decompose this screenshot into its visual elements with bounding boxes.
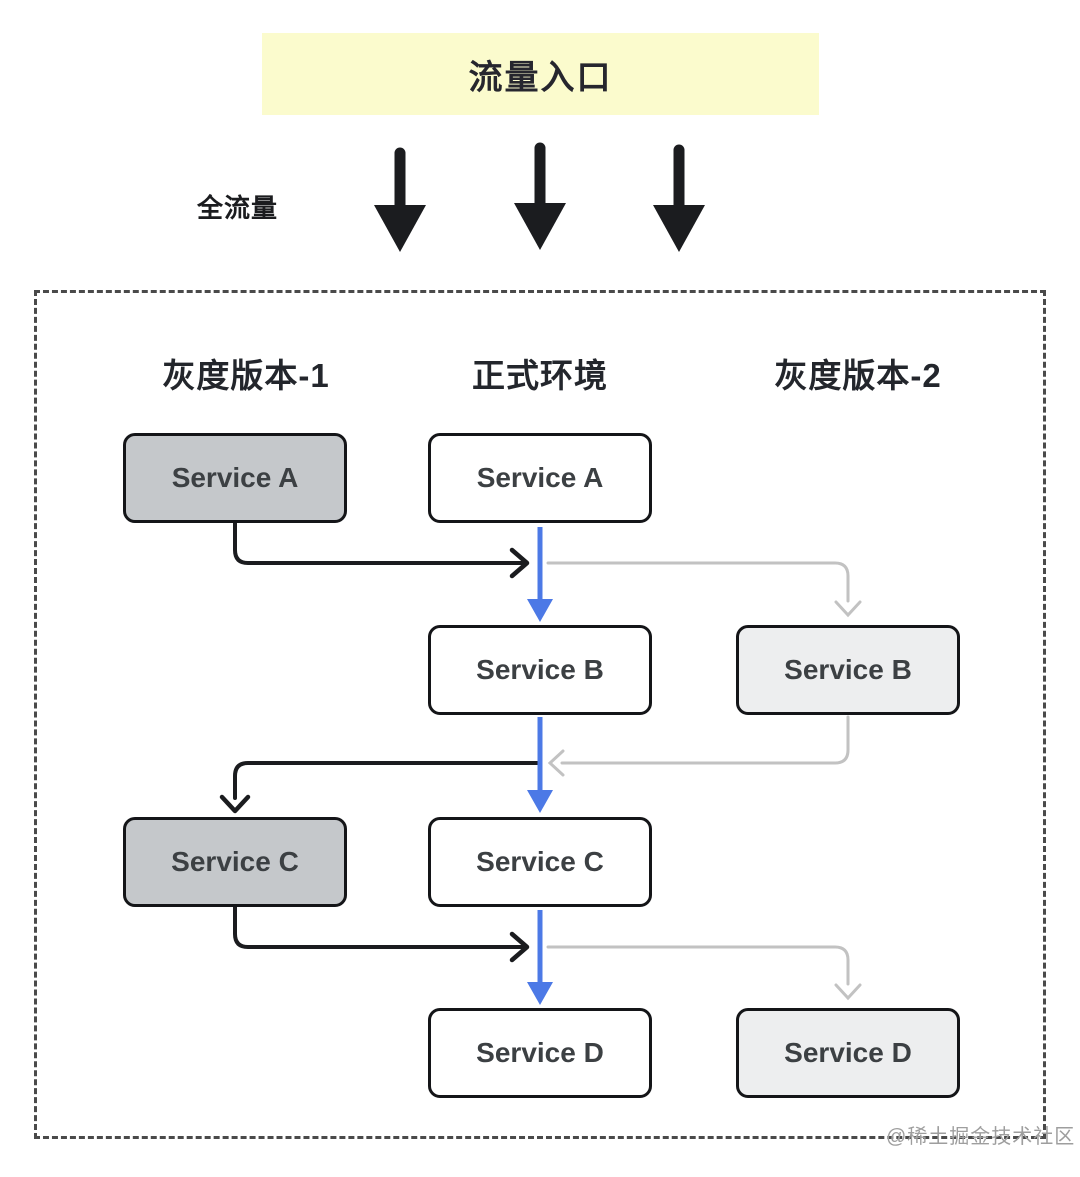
node-service-c-prod: Service C xyxy=(428,817,652,907)
traffic-entry-label: 流量入口 xyxy=(468,58,613,97)
full-traffic-label: 全流量 xyxy=(197,193,279,223)
node-service-d-gray2: Service D xyxy=(736,1008,960,1098)
node-service-b-prod: Service B xyxy=(428,625,652,715)
down-arrow-icon xyxy=(514,142,566,250)
column-header-gray-version-2: 灰度版本-2 xyxy=(774,357,942,394)
traffic-entry-banner: 流量入口 xyxy=(262,33,819,115)
node-label: Service D xyxy=(784,1037,912,1068)
watermark: @稀土掘金技术社区 xyxy=(886,1126,1076,1148)
node-label: Service B xyxy=(784,654,912,685)
node-label: Service B xyxy=(476,654,604,685)
node-label: Service A xyxy=(476,462,604,493)
node-service-c-gray1: Service C xyxy=(123,817,347,907)
node-service-d-prod: Service D xyxy=(428,1008,652,1098)
environments-frame xyxy=(34,290,1046,1139)
node-label: Service A xyxy=(171,462,299,493)
node-label: Service C xyxy=(171,846,299,877)
down-arrow-icon xyxy=(653,144,705,252)
column-header-production: 正式环境 xyxy=(472,357,608,394)
node-label: Service C xyxy=(476,846,604,877)
node-service-b-gray2: Service B xyxy=(736,625,960,715)
column-header-gray-version-1: 灰度版本-1 xyxy=(162,357,330,394)
node-service-a-gray1: Service A xyxy=(123,433,347,523)
node-service-a-prod: Service A xyxy=(428,433,652,523)
node-label: Service D xyxy=(476,1037,604,1068)
down-arrow-icon xyxy=(374,147,426,252)
